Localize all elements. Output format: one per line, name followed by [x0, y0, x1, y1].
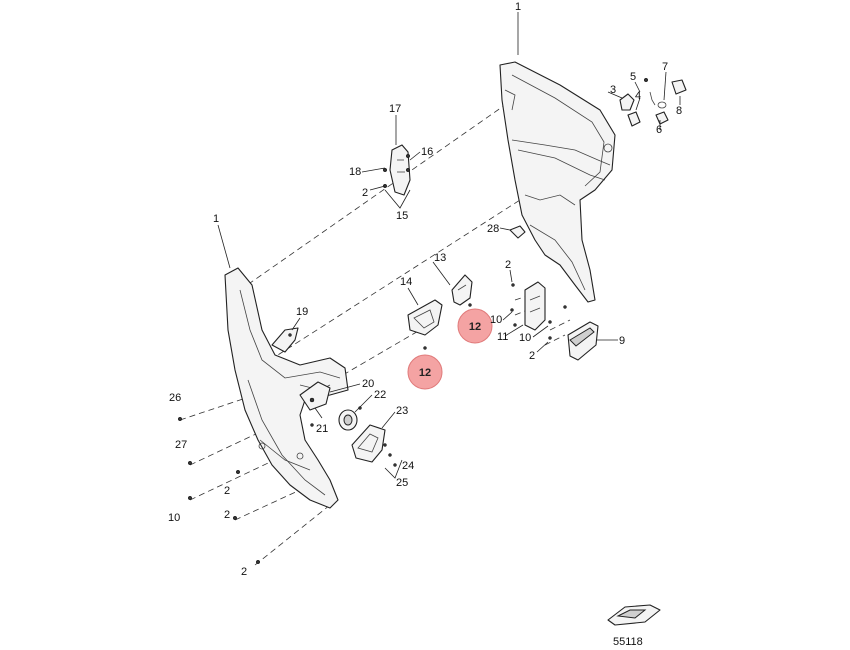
seal-14: [407, 299, 443, 336]
svg-text:12: 12: [419, 367, 431, 379]
callout-10: 10: [490, 314, 502, 326]
callout-2: 2: [505, 259, 511, 271]
highlight-badge-12a[interactable]: 12: [407, 354, 443, 390]
hardware-3-8: [619, 77, 687, 127]
vent-23: [351, 424, 386, 463]
callout-24: 24: [402, 460, 414, 472]
leader-lines: [217, 12, 681, 479]
callout-9: 9: [619, 335, 625, 347]
callout-2: 2: [362, 187, 368, 199]
callout-10: 10: [168, 512, 180, 524]
callout-27: 27: [175, 439, 187, 451]
callout-16: 16: [421, 146, 433, 158]
callout-22: 22: [374, 389, 386, 401]
callout-2: 2: [224, 485, 230, 497]
figure-reference: 55118: [607, 604, 661, 648]
cowl-panel-right: [499, 61, 616, 303]
callout-15: 15: [396, 210, 408, 222]
callout-1-left: 1: [213, 213, 219, 225]
callout-7: 7: [662, 61, 668, 73]
callout-28: 28: [487, 223, 499, 235]
hinge-20: [299, 381, 331, 411]
callout-6: 6: [656, 124, 662, 136]
fasteners: [177, 283, 567, 565]
trim-piece-9: [567, 321, 599, 361]
callout-19: 19: [296, 306, 308, 318]
callout-11: 11: [497, 331, 508, 343]
latch-bracket-11: [524, 281, 546, 331]
callout-25: 25: [396, 477, 408, 489]
highlight-badge-12b[interactable]: 12: [457, 308, 493, 344]
callout-5: 5: [630, 71, 636, 83]
callout-17: 17: [389, 103, 401, 115]
seal-13: [451, 274, 473, 306]
callout-3: 3: [610, 84, 616, 96]
callout-8: 8: [676, 105, 682, 117]
callout-23: 23: [396, 405, 408, 417]
figure-id: 55118: [613, 636, 643, 648]
callout-21: 21: [316, 423, 328, 435]
callout-2: 2: [241, 566, 247, 578]
callout-13: 13: [434, 252, 446, 264]
callout-10: 10: [519, 332, 531, 344]
callout-2: 2: [224, 509, 230, 521]
bracket-17: [382, 144, 411, 196]
callout-2: 2: [529, 350, 535, 362]
callout-labels: 1 1 2 2 2 2 2 2 3 4 5 6 7 8 9 10 10 10 1…: [168, 1, 682, 578]
callout-4: 4: [635, 90, 641, 102]
callout-26: 26: [169, 392, 181, 404]
callout-18: 18: [349, 166, 361, 178]
grommet-22: [338, 409, 358, 431]
callout-14: 14: [400, 276, 412, 288]
clip-28: [509, 225, 526, 239]
callout-20: 20: [362, 378, 374, 390]
bracket-19: [271, 327, 299, 353]
svg-text:12: 12: [469, 321, 481, 333]
callout-1-top: 1: [515, 1, 521, 13]
